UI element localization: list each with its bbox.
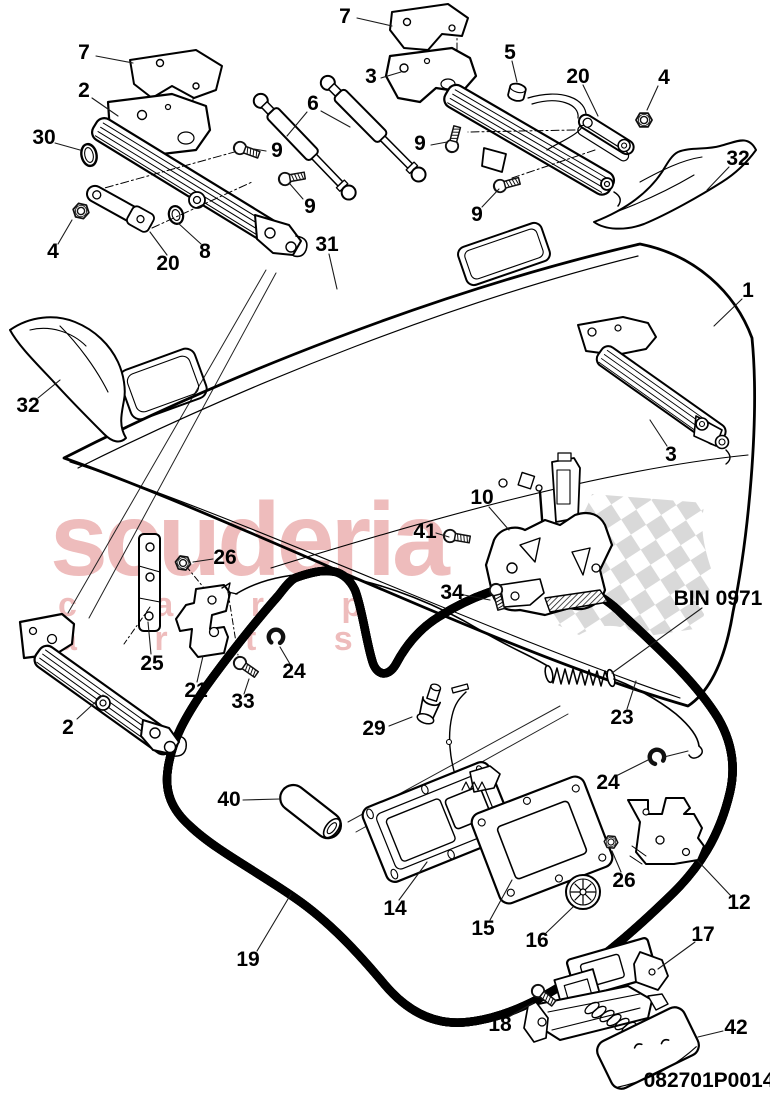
part-label-17: 17 <box>691 923 715 946</box>
release-cable <box>221 573 703 765</box>
part-label-23: 23 <box>610 706 634 729</box>
watermark-brand-text: scuderia <box>50 482 450 598</box>
bin-code-label: BIN 0971 <box>673 587 763 610</box>
striker-plate-42 <box>596 1006 700 1090</box>
part-label-7-upper-right: 7 <box>339 5 351 28</box>
trim-fin-left <box>9 316 127 443</box>
part-label-10: 10 <box>470 486 494 509</box>
part-label-4-left: 4 <box>47 240 59 263</box>
part-label-2-upper: 2 <box>78 79 90 102</box>
part-label-3-on-lid: 3 <box>665 443 677 466</box>
part-label-9-a: 9 <box>271 139 283 162</box>
diagram-code-label: 082701P0014 <box>643 1069 770 1092</box>
part-label-9-d: 9 <box>471 203 483 226</box>
part-label-16: 16 <box>525 929 549 952</box>
part-label-2-lower: 2 <box>62 716 74 739</box>
part-label-25: 25 <box>140 652 164 675</box>
part-label-31: 31 <box>315 233 339 256</box>
part-label-7-upper-left: 7 <box>78 41 90 64</box>
part-label-30: 30 <box>32 126 56 149</box>
hinge-lower-left <box>18 612 188 757</box>
part-label-3-upper: 3 <box>365 65 377 88</box>
wheel-emblem-16 <box>565 874 601 910</box>
part-label-42: 42 <box>724 1016 748 1039</box>
part-label-33: 33 <box>231 690 255 713</box>
part-label-32-left: 32 <box>16 394 40 417</box>
part-label-15: 15 <box>471 917 495 940</box>
part-label-8: 8 <box>199 240 211 263</box>
hinge-on-lid <box>577 316 731 465</box>
roller-pin-40 <box>279 783 343 840</box>
part-label-24-lower: 24 <box>596 771 620 794</box>
part-label-20-right: 20 <box>566 65 590 88</box>
lock-assembly-17 <box>523 937 669 1043</box>
part-label-1: 1 <box>742 279 754 302</box>
trunk-lid <box>62 221 756 708</box>
part-label-32-right: 32 <box>726 147 750 170</box>
part-label-21: 21 <box>184 679 208 702</box>
part-label-6: 6 <box>307 92 319 115</box>
hinge-left-assembly <box>70 49 308 258</box>
part-label-19: 19 <box>236 948 260 971</box>
part-label-12: 12 <box>727 891 751 914</box>
gasket-15 <box>470 775 614 905</box>
trim-fin-right <box>593 139 757 230</box>
small-brackets-cluster <box>123 533 284 681</box>
part-label-18: 18 <box>488 1013 512 1036</box>
hinge-right-assembly <box>384 3 653 207</box>
leader-lines <box>37 17 743 1038</box>
part-label-24-upper: 24 <box>282 660 306 683</box>
plug-29 <box>416 683 442 725</box>
part-label-29: 29 <box>362 717 386 740</box>
part-label-40: 40 <box>217 788 241 811</box>
part-label-20-left: 20 <box>156 252 180 275</box>
part-label-5: 5 <box>504 41 516 64</box>
latch-bracket-10 <box>441 452 614 617</box>
gas-struts <box>252 74 427 201</box>
part-label-26-upper: 26 <box>213 546 237 569</box>
bracket-12 <box>627 797 705 865</box>
part-label-14: 14 <box>383 897 407 920</box>
part-label-34: 34 <box>440 581 464 604</box>
part-label-9-b: 9 <box>414 132 426 155</box>
part-label-4-right: 4 <box>658 66 670 89</box>
part-label-26-lower: 26 <box>612 869 636 892</box>
part-label-41: 41 <box>413 520 437 543</box>
seal-loop <box>167 571 733 1023</box>
part-label-9-c: 9 <box>304 195 316 218</box>
